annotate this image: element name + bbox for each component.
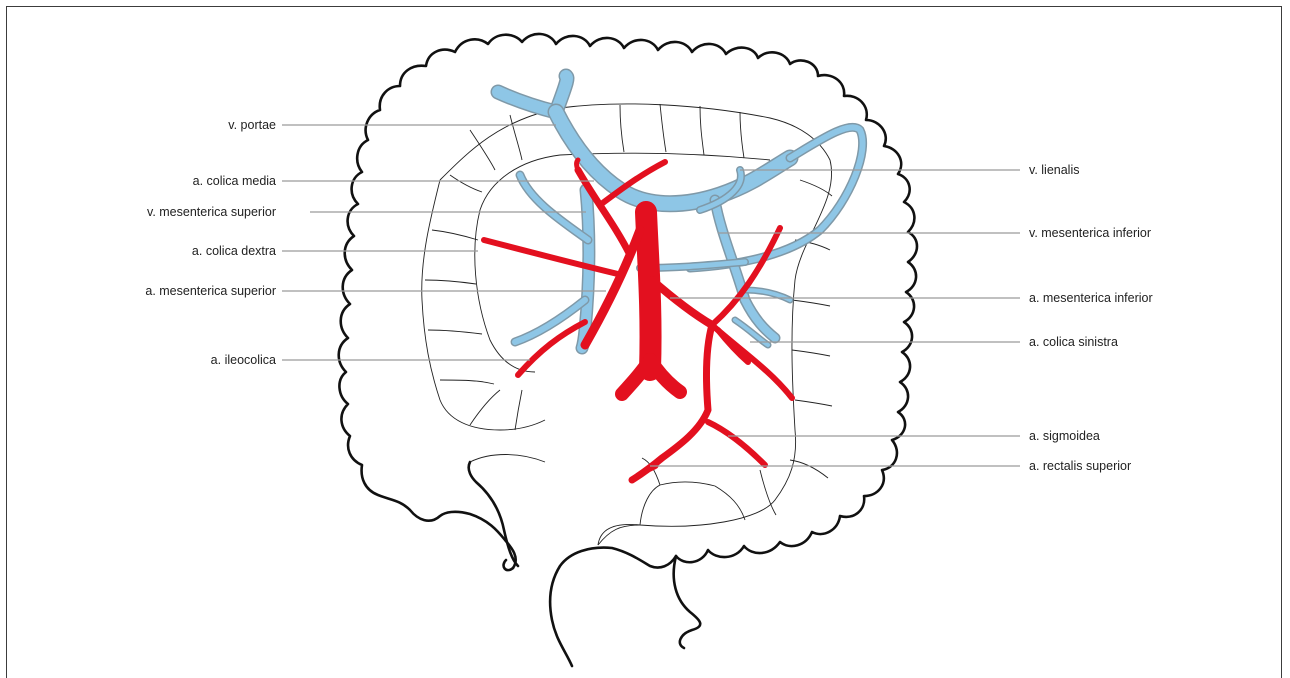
label-a-colica-media: a. colica media: [193, 174, 276, 188]
arterial-system: [484, 160, 792, 480]
label-v-lienalis: v. lienalis: [1029, 163, 1079, 177]
label-a-ileocolica: a. ileocolica: [211, 353, 276, 367]
label-a-colica-dextra: a. colica dextra: [192, 244, 276, 258]
label-v-portae: v. portae: [228, 118, 276, 132]
label-a-mesenterica-inferior: a. mesenterica inferior: [1029, 291, 1153, 305]
label-v-mesenterica-superior: v. mesenterica superior: [147, 205, 276, 219]
colon-outline: [339, 34, 917, 666]
label-v-mesenterica-inferior: v. mesenterica inferior: [1029, 226, 1151, 240]
label-a-mesenterica-superior: a. mesenterica superior: [145, 284, 276, 298]
label-a-colica-sinistra: a. colica sinistra: [1029, 335, 1118, 349]
label-a-rectalis-superior: a. rectalis superior: [1029, 459, 1131, 473]
label-a-sigmoidea: a. sigmoidea: [1029, 429, 1100, 443]
